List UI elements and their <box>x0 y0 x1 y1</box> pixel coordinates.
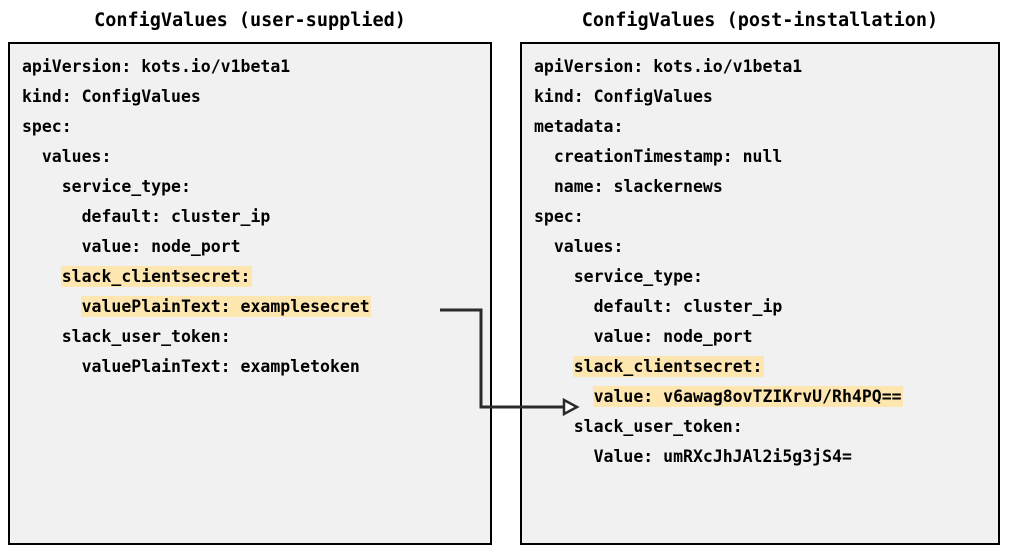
yaml-line-text: slack_user_token: <box>61 327 231 346</box>
yaml-line-text: values: <box>41 147 112 166</box>
yaml-line-text: service_type: <box>573 267 703 286</box>
yaml-line: spec: <box>22 112 486 142</box>
yaml-line-text: kind: ConfigValues <box>22 87 201 106</box>
right-panel-configvalues-post-installation: apiVersion: kots.io/v1beta1 kind: ConfigV… <box>520 42 1000 545</box>
yaml-line: apiVersion: kots.io/v1beta1 <box>534 52 994 82</box>
yaml-line-text: Value: umRXcJhJAl2i5g3jS4= <box>593 447 852 466</box>
yaml-line-text: kind: ConfigValues <box>534 87 713 106</box>
yaml-line: service_type: <box>22 172 486 202</box>
yaml-line-text: valuePlainText: exampletoken <box>81 357 360 376</box>
yaml-indent <box>22 207 82 226</box>
yaml-indent <box>534 147 554 166</box>
yaml-line: creationTimestamp: null <box>534 142 994 172</box>
left-panel-configvalues-user-supplied: apiVersion: kots.io/v1beta1 kind: ConfigV… <box>8 42 492 545</box>
yaml-indent <box>534 327 594 346</box>
yaml-indent <box>534 357 574 376</box>
yaml-line: spec: <box>534 202 994 232</box>
yaml-line: default: cluster_ip <box>22 202 486 232</box>
yaml-line: slack_clientsecret: <box>534 352 994 382</box>
yaml-line-text: metadata: <box>534 117 624 136</box>
yaml-line-text: apiVersion: kots.io/v1beta1 <box>22 57 291 76</box>
yaml-line-text: spec: <box>22 117 72 136</box>
yaml-line: service_type: <box>534 262 994 292</box>
yaml-line-text: slack_user_token: <box>573 417 743 436</box>
yaml-line: values: <box>534 232 994 262</box>
yaml-indent <box>534 237 554 256</box>
yaml-line: slack_user_token: <box>534 412 994 442</box>
yaml-indent <box>22 357 82 376</box>
yaml-indent <box>22 147 42 166</box>
left-panel-yaml: apiVersion: kots.io/v1beta1 kind: ConfigV… <box>22 52 486 382</box>
yaml-line: values: <box>22 142 486 172</box>
yaml-line: valuePlainText: examplesecret <box>22 292 486 322</box>
yaml-line-text-highlighted: valuePlainText: examplesecret <box>81 297 370 316</box>
yaml-indent <box>534 447 594 466</box>
yaml-indent <box>534 417 574 436</box>
yaml-line: kind: ConfigValues <box>22 82 486 112</box>
yaml-line-text: value: node_port <box>593 327 753 346</box>
yaml-line: Value: umRXcJhJAl2i5g3jS4= <box>534 442 994 472</box>
yaml-line-text: apiVersion: kots.io/v1beta1 <box>534 57 803 76</box>
yaml-line-text: name: slackernews <box>553 177 723 196</box>
yaml-line: value: node_port <box>22 232 486 262</box>
left-panel-title: ConfigValues (user-supplied) <box>94 10 406 31</box>
yaml-indent <box>534 297 594 316</box>
yaml-line-text: value: node_port <box>81 237 241 256</box>
yaml-line: name: slackernews <box>534 172 994 202</box>
yaml-indent <box>534 387 594 406</box>
yaml-line-text: values: <box>553 237 624 256</box>
yaml-line-text: service_type: <box>61 177 191 196</box>
right-panel-title: ConfigValues (post-installation) <box>581 10 939 31</box>
yaml-indent <box>22 237 82 256</box>
yaml-line: valuePlainText: exampletoken <box>22 352 486 382</box>
yaml-line: default: cluster_ip <box>534 292 994 322</box>
yaml-line: value: node_port <box>534 322 994 352</box>
yaml-line: apiVersion: kots.io/v1beta1 <box>22 52 486 82</box>
right-panel-yaml: apiVersion: kots.io/v1beta1 kind: ConfigV… <box>534 52 994 472</box>
yaml-line-text: spec: <box>534 207 584 226</box>
yaml-line-text: default: cluster_ip <box>593 297 783 316</box>
yaml-indent <box>534 267 574 286</box>
yaml-line-text-highlighted: slack_clientsecret: <box>61 267 251 286</box>
yaml-line-text: default: cluster_ip <box>81 207 271 226</box>
yaml-indent <box>22 297 82 316</box>
yaml-line: slack_user_token: <box>22 322 486 352</box>
yaml-line-text-highlighted: slack_clientsecret: <box>573 357 763 376</box>
yaml-line-text-highlighted: value: v6awag8ovTZIKrvU/Rh4PQ== <box>593 387 902 406</box>
yaml-indent <box>22 327 62 346</box>
yaml-line: metadata: <box>534 112 994 142</box>
yaml-line-text: creationTimestamp: null <box>553 147 783 166</box>
yaml-line: kind: ConfigValues <box>534 82 994 112</box>
yaml-indent <box>22 267 62 286</box>
yaml-indent <box>22 177 62 196</box>
yaml-indent <box>534 177 554 196</box>
yaml-line: value: v6awag8ovTZIKrvU/Rh4PQ== <box>534 382 994 412</box>
yaml-line: slack_clientsecret: <box>22 262 486 292</box>
